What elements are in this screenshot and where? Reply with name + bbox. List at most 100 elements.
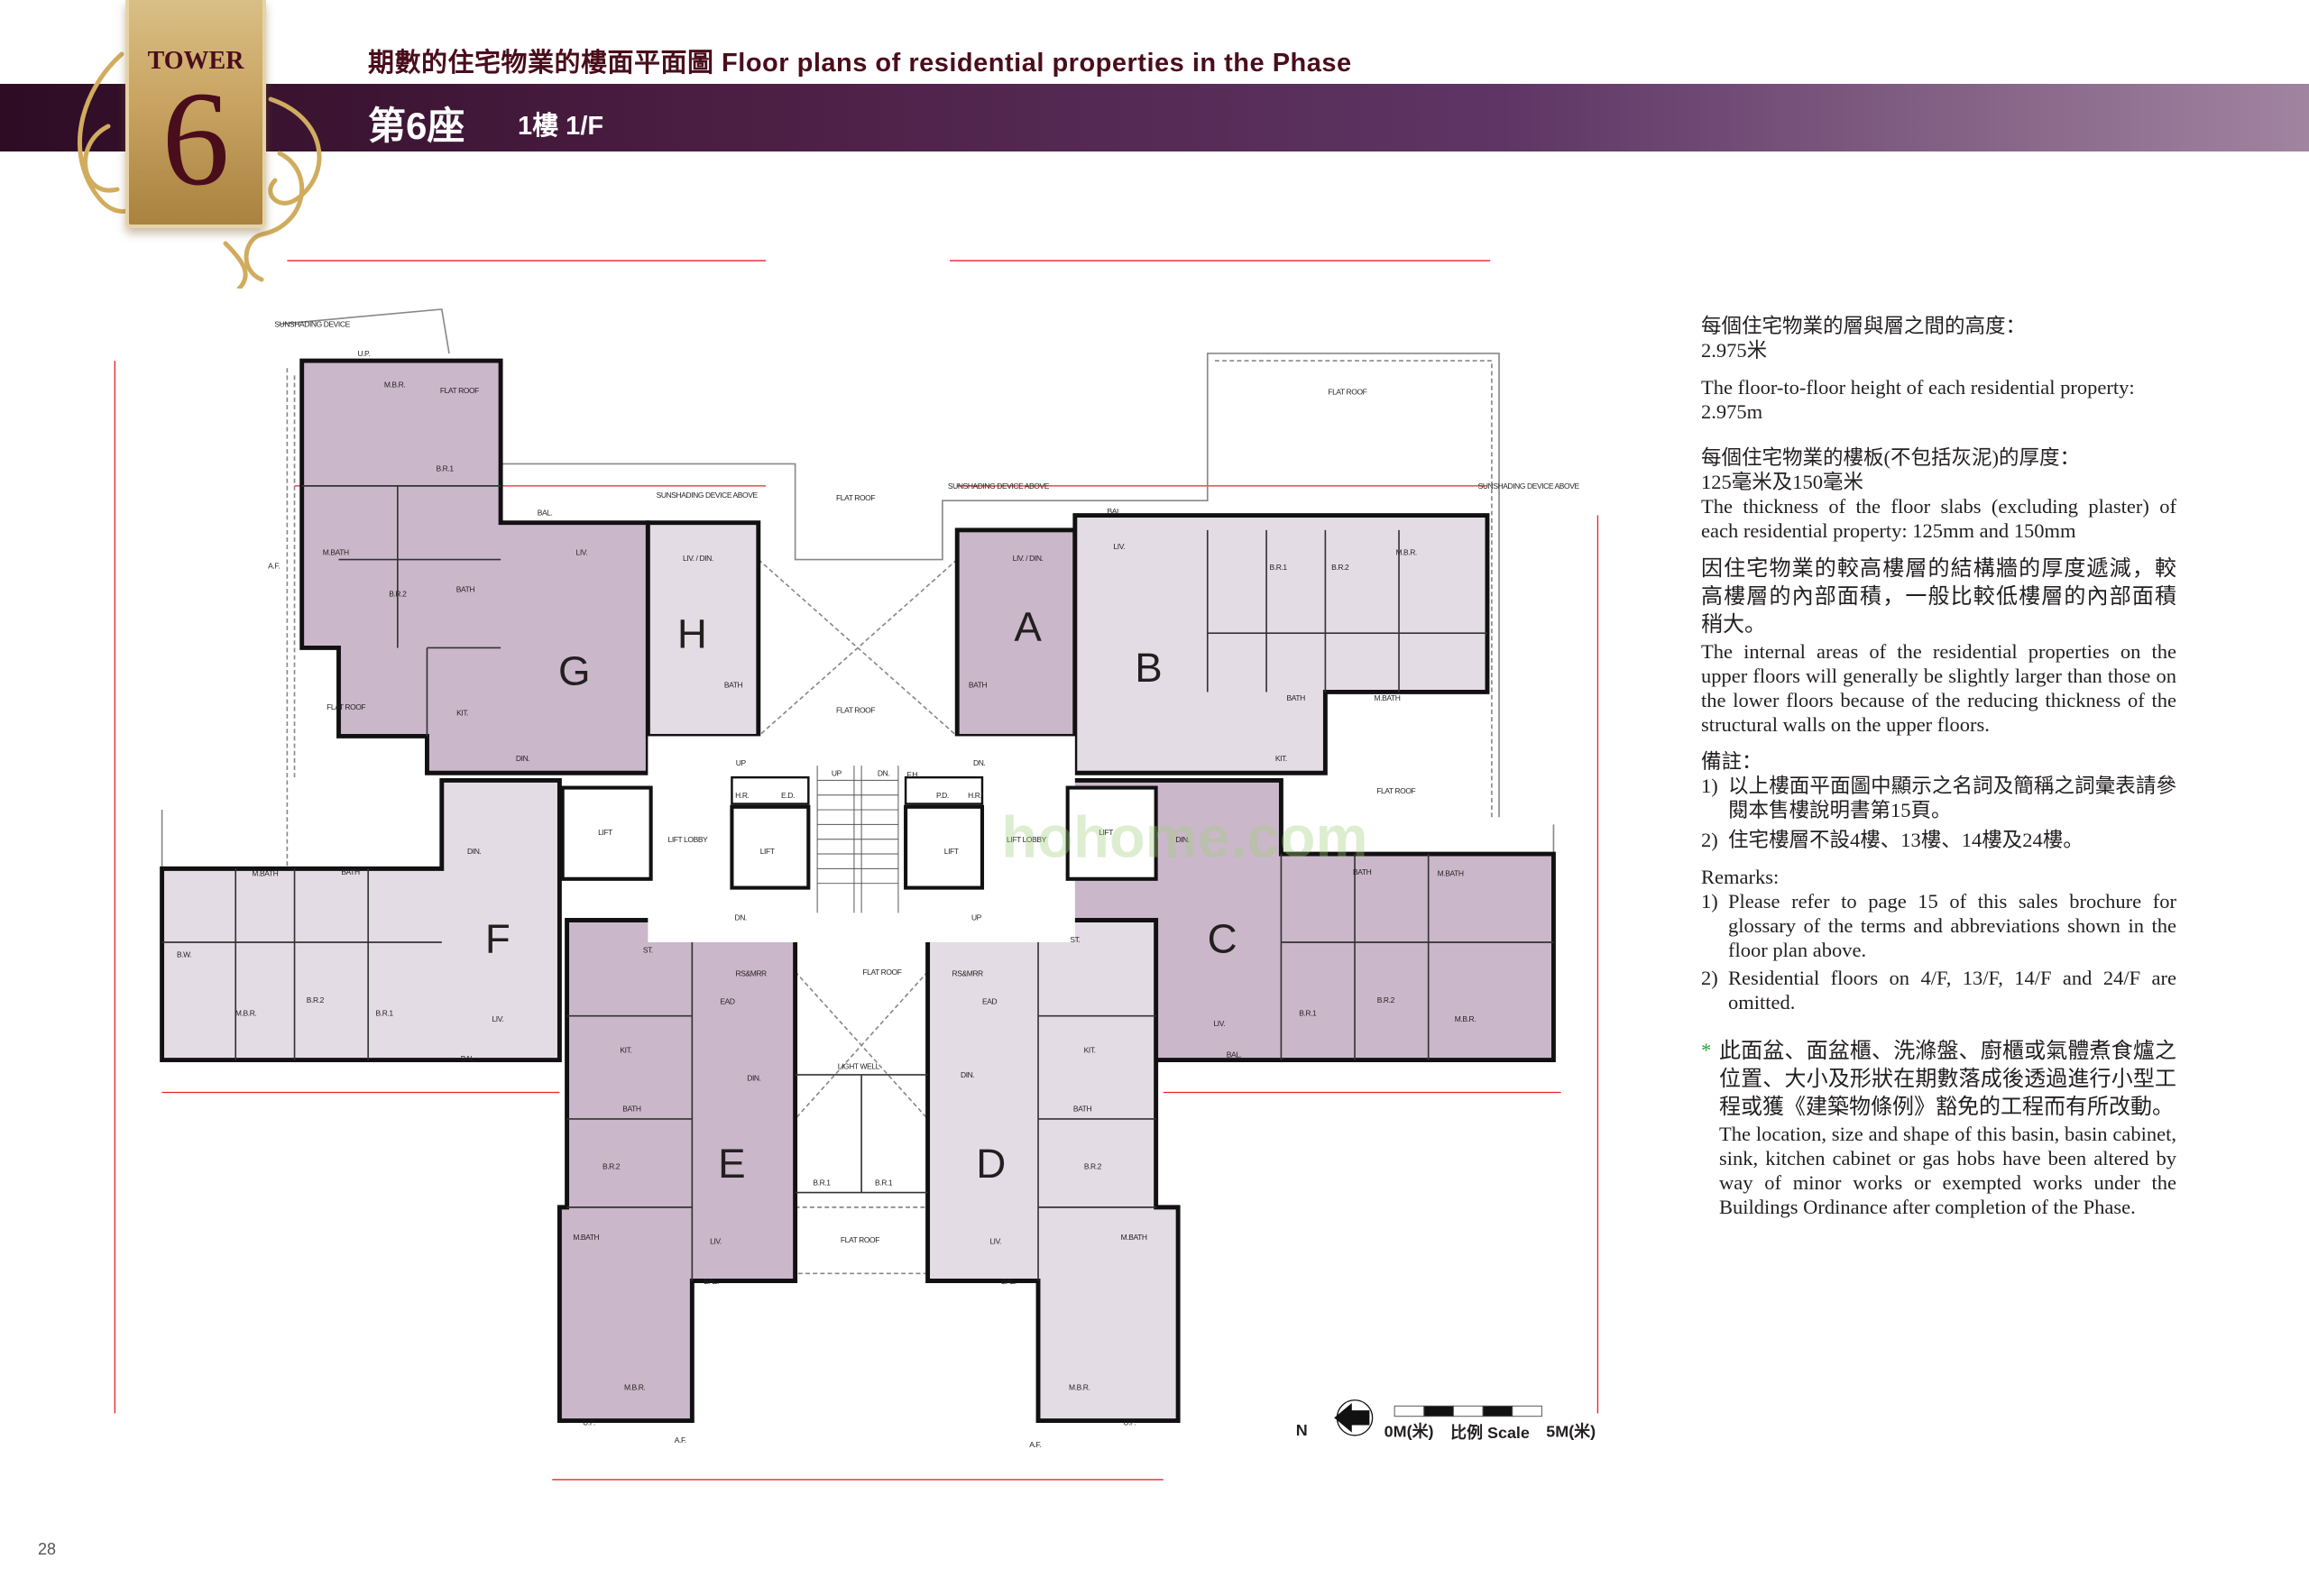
room-label: LIFT LOBBY: [668, 835, 709, 844]
page-title: 期數的住宅物業的樓面平面圖 Floor plans of residential…: [368, 49, 1352, 78]
unit-g: [299, 358, 650, 775]
room-label: BATH: [456, 584, 475, 593]
room-label: KIT.: [456, 709, 468, 718]
room-label: BATH: [1353, 867, 1372, 876]
remark-zh-2: 2)住宅樓層不設4樓、13樓、14樓及24樓。: [1701, 829, 2084, 851]
room-label: FLAT ROOF: [836, 493, 875, 502]
room-label: FLAT ROOF: [1376, 786, 1415, 795]
room-label: H.R.: [735, 791, 749, 800]
watermark: hohome.com: [1001, 803, 1367, 869]
room-label: M.B.R.: [384, 380, 405, 389]
room-label: BATH: [969, 681, 988, 690]
room-labels: M.B.R. B.R.1 M.BATH B.R.2 BATH KIT. LIV.…: [177, 320, 1580, 1449]
room-label: M.B.R.: [1395, 548, 1416, 557]
room-label: U.P.: [357, 349, 370, 358]
room-label: KIT.: [620, 1045, 631, 1054]
notes-panel: 每個住宅物業的層與層之間的高度： 2.975米 The floor-to-flo…: [1701, 314, 2176, 1219]
room-label: H.R.: [968, 791, 981, 800]
room-label: LIGHT WELL: [838, 1061, 880, 1070]
remark-en-1: 1)Please refer to page 15 of this sales …: [1701, 890, 2176, 961]
north-label: N: [1296, 1421, 1308, 1439]
room-label: FLAT ROOF: [327, 702, 365, 711]
unit-label-g: G: [558, 647, 591, 693]
room-label: BATH: [341, 867, 360, 876]
room-label: RS&MRR: [736, 969, 768, 978]
room-label: KIT.: [1084, 1045, 1096, 1054]
room-label: A.F.: [268, 561, 280, 570]
room-label: SUNSHADING DEVICE ABOVE: [948, 482, 1050, 491]
room-label: B.R.1: [875, 1178, 893, 1187]
room-label: B.R.2: [389, 589, 407, 598]
unit-areas: [160, 358, 1556, 1424]
room-label: M.BATH: [252, 869, 278, 878]
area-en: The internal areas of the residential pr…: [1701, 640, 2176, 736]
lift-left: [730, 804, 811, 890]
interior-walls: [161, 485, 1554, 1281]
lift-right: [904, 804, 985, 890]
room-label: E.D.: [781, 791, 795, 800]
room-label: EAD: [720, 997, 734, 1006]
remarks-en-title: Remarks:: [1701, 866, 1780, 888]
room-label: B.R.2: [1084, 1161, 1102, 1170]
area-zh: 因住宅物業的較高樓層的結構牆的厚度遞減，較高樓層的內部面積，一般比較低樓層的內部…: [1701, 557, 2176, 637]
room-label: B.R.1: [813, 1178, 831, 1187]
scale-end: 5M(米): [1546, 1422, 1596, 1441]
room-label: LIV.: [1113, 542, 1125, 551]
room-label: BAL.: [461, 1054, 476, 1063]
room-label: LIFT: [1099, 828, 1113, 837]
room-label: DN.: [878, 769, 889, 778]
room-label: SUNSHADING DEVICE ABOVE: [657, 491, 759, 500]
unit-label-d: D: [976, 1141, 1006, 1187]
core: [560, 736, 1158, 942]
scale-start: 0M(米): [1384, 1422, 1434, 1441]
unit-d: [925, 918, 1181, 1424]
room-label: DIN.: [747, 1073, 760, 1082]
room-label: B.R.1: [1299, 1009, 1317, 1018]
room-label: M.B.R.: [624, 1382, 645, 1391]
room-label: KIT.: [1275, 754, 1287, 763]
room-label: FLAT ROOF: [1328, 388, 1366, 397]
room-label: LIV.: [710, 1237, 722, 1246]
room-label: BATH: [1287, 693, 1306, 702]
height-en: The floor-to-floor height of each reside…: [1701, 376, 2135, 399]
room-label: M.BATH: [1374, 693, 1400, 702]
lift-far-left: [560, 785, 653, 881]
remark-en-2: 2)Residential floors on 4/F, 13/F, 14/F …: [1701, 967, 2176, 1014]
unit-a: [954, 527, 1078, 738]
room-label: BATH: [1073, 1105, 1092, 1114]
room-label: B.R.2: [1377, 995, 1395, 1004]
star-note-en: The location, size and shape of this bas…: [1719, 1123, 2176, 1218]
room-label: LIFT LOBBY: [1007, 835, 1047, 844]
room-label: BAL.: [538, 509, 553, 518]
unit-label-f: F: [485, 915, 511, 961]
unit-label-e: E: [718, 1141, 745, 1187]
floor-name: 1樓 1/F: [518, 112, 604, 141]
scale-label: 比例 Scale: [1450, 1423, 1530, 1442]
slab-zh-value: 125毫米及150毫米: [1701, 471, 1864, 493]
room-label: BAL.: [704, 1277, 719, 1286]
title-band: [0, 84, 2309, 151]
badge-number: 6: [161, 64, 230, 214]
room-label: LIV.: [492, 1014, 504, 1023]
room-label: M.BATH: [573, 1233, 599, 1242]
room-label: DN.: [735, 913, 747, 922]
room-label: B.R.1: [1270, 563, 1288, 572]
room-label: FLAT ROOF: [862, 968, 901, 977]
room-label: BAL.: [1001, 1277, 1017, 1286]
room-label: UP: [971, 913, 982, 922]
room-label: M.B.R.: [235, 1009, 256, 1018]
room-label: BAL.: [1227, 1050, 1242, 1059]
room-label: DIN.: [467, 847, 481, 856]
room-label: FLAT ROOF: [841, 1235, 879, 1244]
slab-en: The thickness of the floor slabs (exclud…: [1701, 495, 2176, 542]
room-label: LIFT: [760, 847, 775, 856]
unit-e: [557, 918, 798, 1424]
room-label: LIV.: [576, 548, 588, 557]
remarks-zh-title: 備註：: [1701, 750, 1762, 773]
room-label: DIN.: [516, 754, 529, 763]
room-label: M.BATH: [323, 548, 349, 557]
height-en-value: 2.975m: [1701, 400, 1763, 423]
slab-zh: 每個住宅物業的樓板(不包括灰泥)的厚度：: [1701, 446, 2080, 469]
room-label: B.R.2: [307, 995, 325, 1004]
